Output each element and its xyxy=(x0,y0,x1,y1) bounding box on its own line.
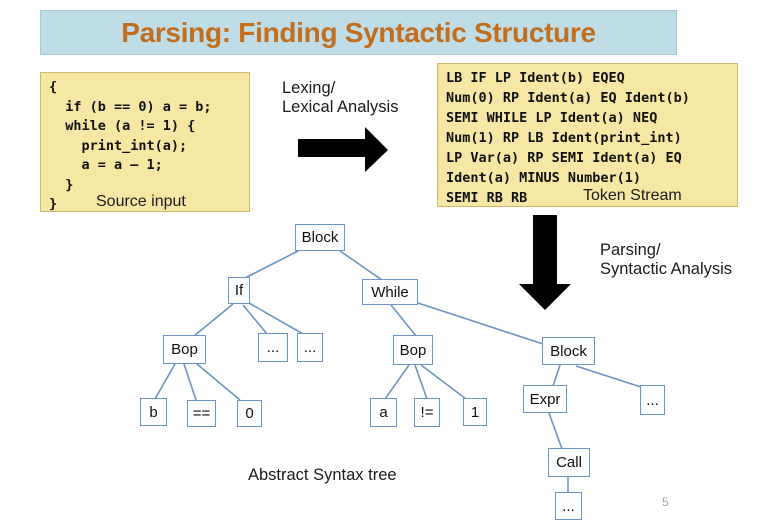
code-line: while (a != 1) { xyxy=(49,118,196,134)
tree-node-while: While xyxy=(362,279,418,305)
token-line: SEMI RB RB xyxy=(446,190,528,206)
code-line: print_int(a); xyxy=(49,137,188,154)
token-line: Num(1) RP LB Ident(print_int) xyxy=(446,130,682,146)
lexing-label-line1: Lexing/ xyxy=(282,79,336,97)
token-line: LP Var(a) RP SEMI Ident(a) EQ xyxy=(446,150,682,166)
page-number: 5 xyxy=(662,495,669,509)
tree-node-a: a xyxy=(370,398,397,427)
tree-caption: Abstract Syntax tree xyxy=(248,466,397,484)
token-stream-caption: Token Stream xyxy=(583,187,682,204)
tree-node-if-ellipsis-2: ... xyxy=(297,333,323,362)
tree-node-b: b xyxy=(140,398,167,426)
tree-node-bop-if: Bop xyxy=(163,335,206,364)
tree-node-call-ellipsis: ... xyxy=(555,492,582,520)
lexing-arrow-icon xyxy=(298,127,388,172)
parsing-arrow-icon xyxy=(519,215,571,310)
source-input-caption: Source input xyxy=(96,193,186,210)
parsing-label-line2: Syntactic Analysis xyxy=(600,259,733,278)
tree-node-eqeq: == xyxy=(187,400,216,427)
source-code-box: { if (b == 0) a = b; while (a != 1) { pr… xyxy=(40,72,250,212)
tree-node-expr: Expr xyxy=(523,385,567,413)
lexing-label-line2: Lexical Analysis xyxy=(282,97,399,116)
token-stream-box: LB IF LP Ident(b) EQEQ Num(0) RP Ident(a… xyxy=(437,63,738,207)
tree-node-block-ellipsis: ... xyxy=(640,385,665,415)
tree-node-if: If xyxy=(228,277,250,304)
title-banner: Parsing: Finding Syntactic Structure xyxy=(40,10,677,55)
tree-node-call: Call xyxy=(548,448,590,477)
code-line: } xyxy=(49,196,58,212)
tree-edges xyxy=(154,250,645,493)
tree-node-one: 1 xyxy=(463,398,487,426)
tree-node-block-root: Block xyxy=(295,224,345,251)
lexing-stage-label: Lexing/ Lexical Analysis xyxy=(282,79,398,116)
code-line: { xyxy=(49,79,58,95)
code-line: a = a — 1; xyxy=(49,157,163,173)
code-line: } xyxy=(49,176,74,193)
code-line: if (b == 0) a = b; xyxy=(49,98,212,115)
tree-node-neq: != xyxy=(414,398,440,427)
tree-node-zero: 0 xyxy=(237,400,262,427)
parsing-stage-label: Parsing/ Syntactic Analysis xyxy=(600,241,732,278)
tree-node-if-ellipsis-1: ... xyxy=(258,333,288,362)
token-line: LB IF LP Ident(b) EQEQ xyxy=(446,70,625,86)
tree-node-bop-while: Bop xyxy=(393,335,433,365)
token-line: Num(0) RP Ident(a) EQ Ident(b) xyxy=(446,90,690,106)
parsing-label-line1: Parsing/ xyxy=(600,241,661,259)
token-line: SEMI WHILE LP Ident(a) NEQ xyxy=(446,110,658,126)
token-line: Ident(a) MINUS Number(1) xyxy=(446,170,642,186)
tree-node-block-while: Block xyxy=(542,337,595,365)
page-title: Parsing: Finding Syntactic Structure xyxy=(121,16,596,48)
